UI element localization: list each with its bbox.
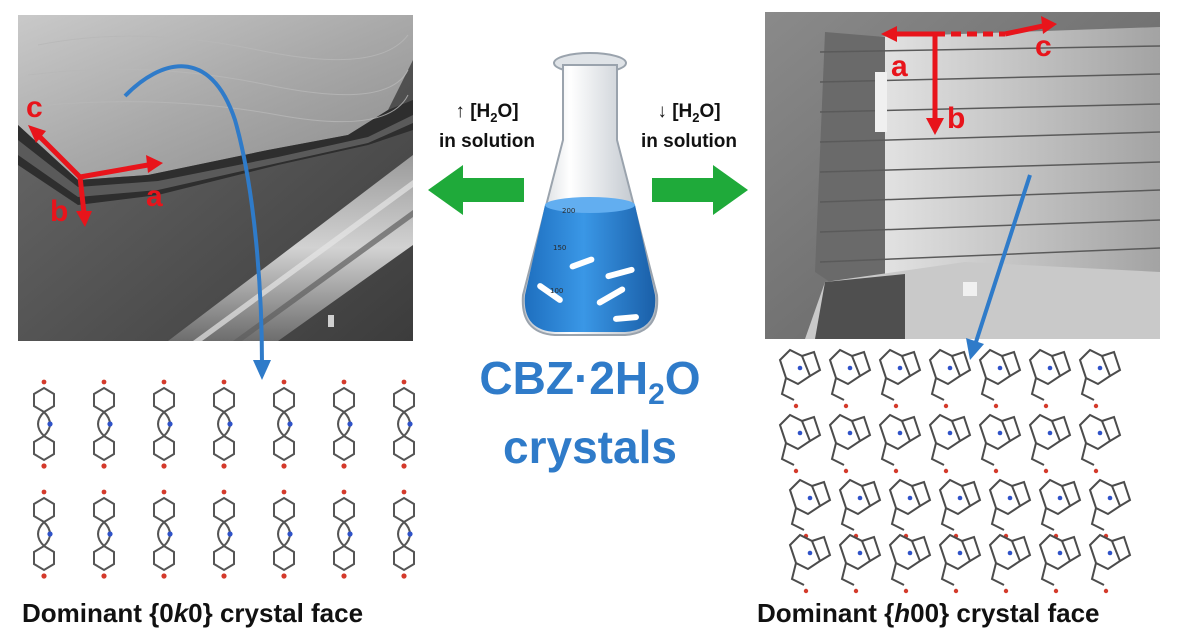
- left-condition-label: ↑ [H2O] in solution: [438, 101, 536, 152]
- left-axis-a: a: [146, 180, 163, 213]
- left-axis-c: c: [26, 91, 43, 124]
- compound-label: CBZ·2H2O crystals: [479, 352, 701, 474]
- left-axis-arrows: [28, 125, 163, 227]
- flask-mark-200: 200: [562, 207, 575, 215]
- left-caption: Dominant {0k0} crystal face: [22, 598, 364, 628]
- right-caption: Dominant {h00} crystal face: [757, 598, 1100, 628]
- right-molecular-packing: [779, 349, 1131, 595]
- right-green-arrow-icon: [652, 165, 748, 215]
- right-condition-label: ↓ [H2O] in solution: [640, 101, 738, 152]
- right-axis-a: a: [891, 50, 908, 83]
- left-axis-b: b: [50, 195, 69, 228]
- left-sem-texture: [18, 15, 413, 341]
- right-axis-arrows: [881, 16, 1057, 135]
- right-axis-b: b: [947, 102, 966, 135]
- packing-layer-3: [789, 479, 1131, 540]
- erlenmeyer-flask-icon: 200 150 100: [521, 52, 659, 336]
- packing-layer-4: [789, 534, 1131, 595]
- right-sem-texture: [765, 12, 1160, 339]
- packing-layer-1: [779, 349, 1121, 410]
- flask-mark-150: 150: [553, 244, 566, 252]
- left-green-arrow-icon: [428, 165, 524, 215]
- right-sem-image: a c b: [765, 12, 1160, 339]
- packing-layer-2: [779, 414, 1121, 475]
- right-axis-c: c: [1035, 30, 1052, 63]
- left-sem-image: c a b: [18, 15, 413, 341]
- flask-mark-100: 100: [550, 287, 563, 295]
